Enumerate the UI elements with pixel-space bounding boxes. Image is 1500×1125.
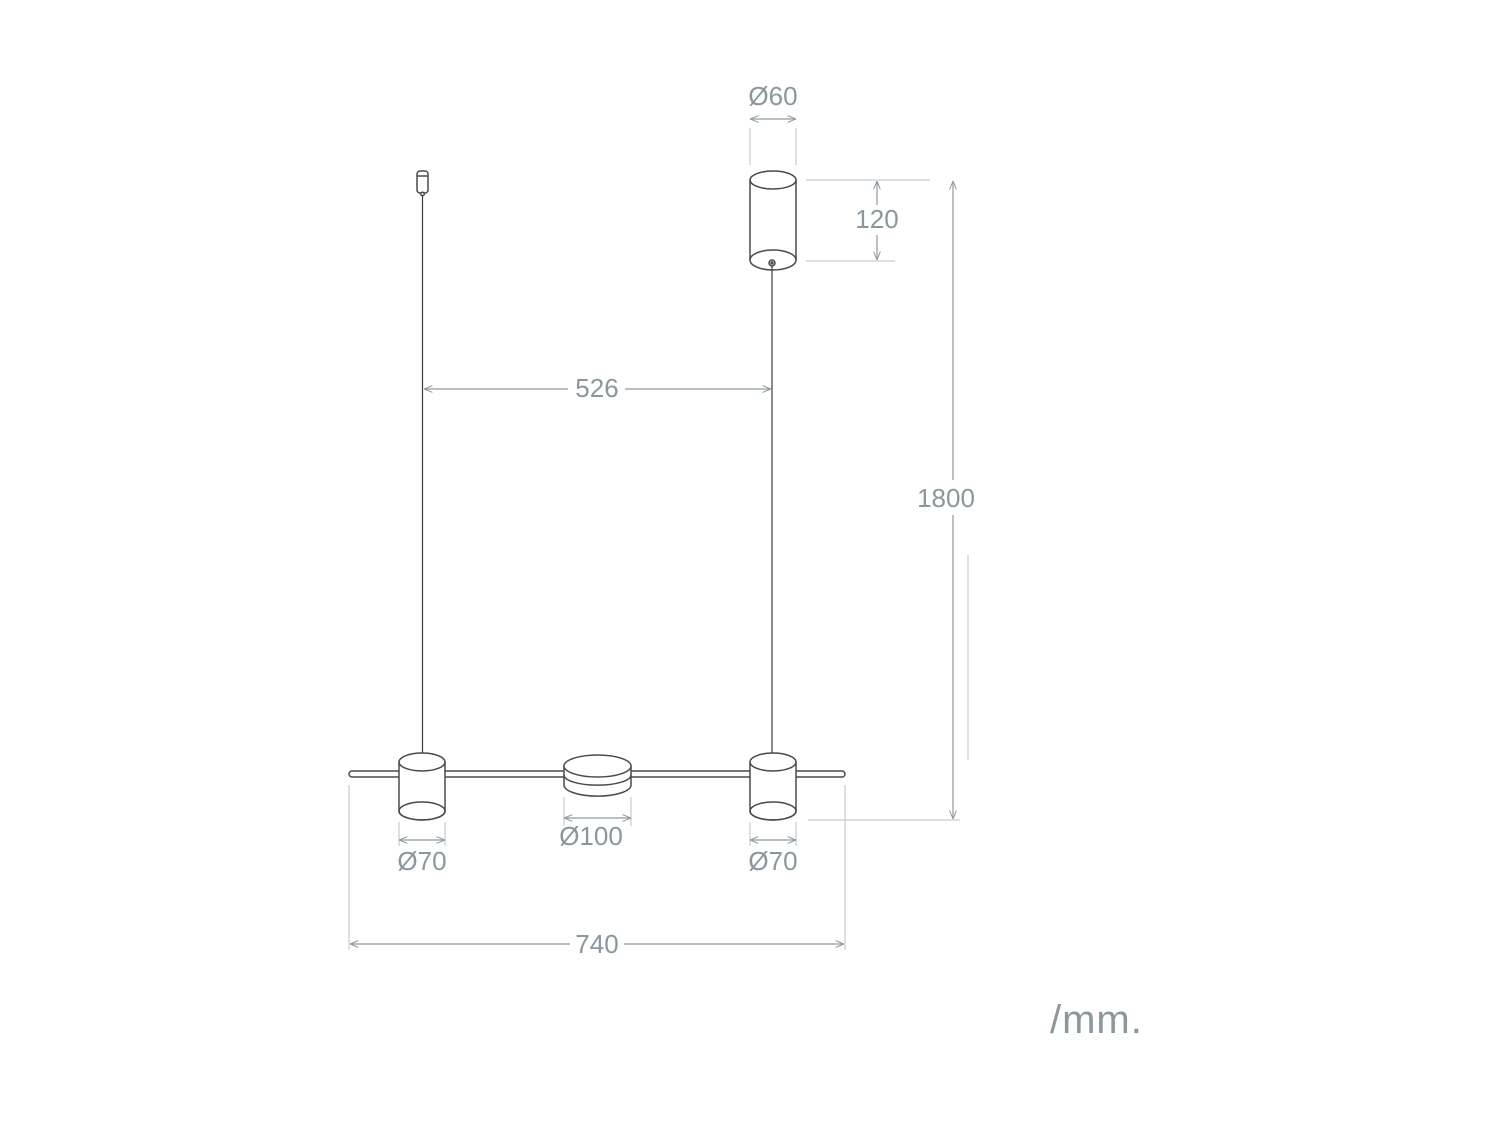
dim-overall-length: 740 <box>348 785 846 959</box>
left-ceiling-anchor <box>416 170 429 197</box>
dim-text-canopy-diameter: Ø60 <box>748 81 797 111</box>
dim-center-disc-diameter: Ø100 <box>559 797 632 851</box>
ceiling-canopy <box>749 170 797 271</box>
units-label: /mm. <box>1050 998 1143 1042</box>
dim-text-cable-spacing: 526 <box>575 373 618 403</box>
dim-left-spot-diameter: Ø70 <box>397 822 447 876</box>
dim-canopy-height: 120 <box>806 179 930 262</box>
dim-text-overall-height: 1800 <box>917 483 975 513</box>
dim-text-left-spot-diameter: Ø70 <box>397 846 446 876</box>
right-spot-cylinder <box>749 752 797 821</box>
dim-text-center-disc-diameter: Ø100 <box>559 821 623 851</box>
center-disc <box>563 754 632 797</box>
dim-canopy-diameter: Ø60 <box>748 81 798 165</box>
dim-text-overall-length: 740 <box>575 929 618 959</box>
dim-cable-spacing: 526 <box>424 373 771 403</box>
left-spot-cylinder <box>398 752 446 821</box>
dim-text-canopy-height: 120 <box>855 204 898 234</box>
dim-right-spot-diameter: Ø70 <box>748 822 798 876</box>
dim-overall-height: 1800 <box>808 181 975 821</box>
dim-text-right-spot-diameter: Ø70 <box>748 846 797 876</box>
